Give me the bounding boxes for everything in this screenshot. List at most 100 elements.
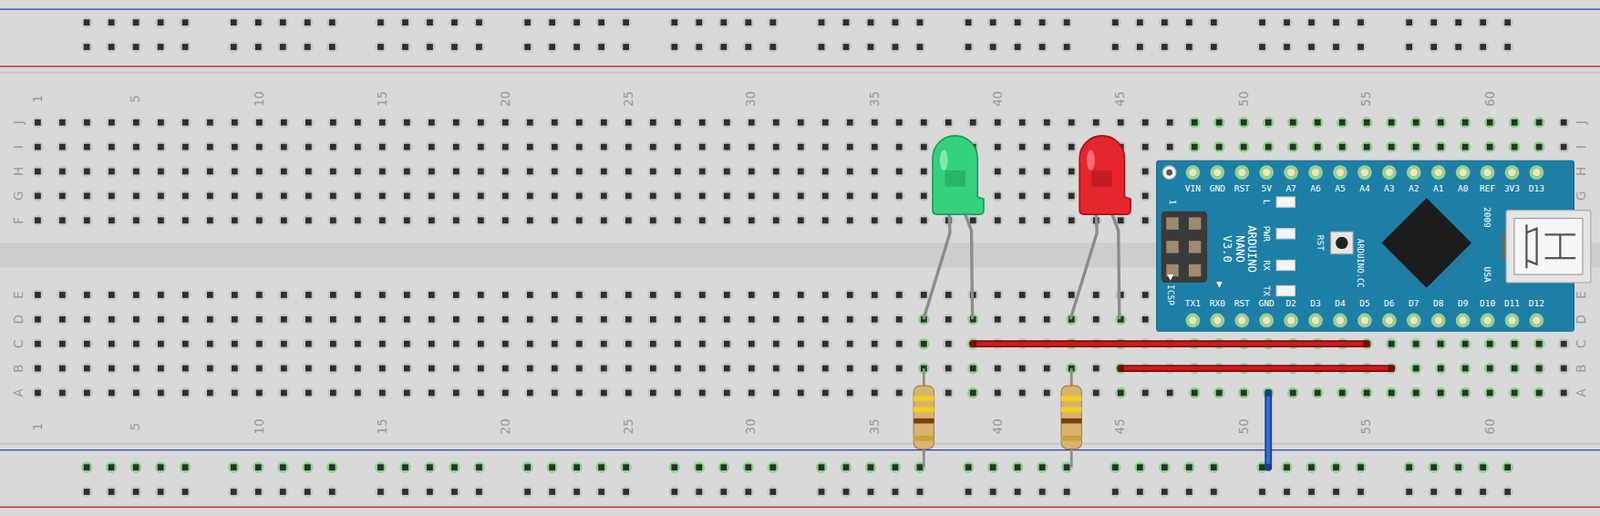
hole-socket xyxy=(1437,340,1445,348)
hole-ring xyxy=(794,116,806,128)
hole-ring xyxy=(499,338,511,350)
hole-ring xyxy=(696,190,708,202)
hole xyxy=(81,141,93,153)
hole-ring xyxy=(499,141,511,153)
hole-ring xyxy=(671,362,683,374)
hole-ring xyxy=(721,338,733,350)
hole-socket xyxy=(1413,365,1420,372)
hole xyxy=(622,313,634,325)
hole-socket xyxy=(1462,390,1469,397)
hole xyxy=(893,141,905,153)
hole-ring xyxy=(302,141,314,153)
hole-socket xyxy=(896,291,903,299)
hole-ring xyxy=(794,338,806,350)
hole-socket xyxy=(773,291,780,299)
hole-socket xyxy=(650,216,657,224)
hole xyxy=(499,165,511,177)
hole-socket xyxy=(157,19,165,26)
hole-socket xyxy=(1068,193,1075,200)
hole xyxy=(1139,387,1151,399)
hole xyxy=(253,141,265,153)
hole xyxy=(81,165,93,177)
hole xyxy=(840,16,852,28)
hole xyxy=(401,215,413,227)
hole xyxy=(401,116,413,128)
hole-socket xyxy=(920,340,928,348)
hole-socket xyxy=(773,340,780,348)
hole-socket xyxy=(83,365,91,372)
hole xyxy=(1114,116,1126,128)
hole-ring xyxy=(868,362,880,374)
hole xyxy=(401,362,413,374)
hole-ring xyxy=(622,338,634,350)
hole-socket xyxy=(1117,216,1125,224)
rail-line xyxy=(0,449,1600,451)
hole-socket xyxy=(1014,19,1022,26)
hole xyxy=(401,338,413,350)
hole-ring xyxy=(81,16,93,28)
hole-socket xyxy=(822,168,829,176)
hole-ring xyxy=(1385,116,1397,128)
hole-ring xyxy=(376,313,388,325)
hole-ring xyxy=(598,165,610,177)
hole-ring xyxy=(1434,338,1446,350)
hole-ring xyxy=(425,190,437,202)
hole-socket xyxy=(206,193,214,200)
hole-ring xyxy=(401,313,413,325)
hole xyxy=(228,387,240,399)
hole-socket xyxy=(1142,291,1149,299)
hole xyxy=(671,141,683,153)
hole-ring xyxy=(130,338,142,350)
hole-ring xyxy=(573,165,585,177)
hole-socket xyxy=(83,316,91,323)
hole-ring xyxy=(696,313,708,325)
hole-socket xyxy=(280,365,288,372)
hole-socket xyxy=(502,291,509,299)
hole xyxy=(1459,362,1471,374)
hole-socket xyxy=(773,365,780,372)
hole-ring xyxy=(893,289,905,300)
hole-ring xyxy=(376,190,388,202)
hole xyxy=(770,190,782,202)
hole xyxy=(721,165,733,177)
hole-ring xyxy=(1484,338,1496,350)
hole-ring xyxy=(376,141,388,153)
hole-ring xyxy=(794,141,806,153)
hole-socket xyxy=(108,390,115,397)
hole-ring xyxy=(326,16,338,28)
hole-ring xyxy=(622,165,634,177)
hole xyxy=(1558,362,1570,374)
hole-socket xyxy=(748,316,755,323)
hole-ring xyxy=(1336,141,1348,153)
hole xyxy=(622,116,634,128)
hole-socket xyxy=(230,19,238,26)
hole-ring xyxy=(474,116,486,128)
hole-ring xyxy=(647,165,659,177)
hole-socket xyxy=(1486,390,1494,397)
hole xyxy=(598,313,610,325)
hole-socket xyxy=(206,291,214,299)
hole xyxy=(327,387,339,399)
hole xyxy=(376,313,388,325)
hole-socket xyxy=(502,340,509,348)
hole-socket xyxy=(699,340,706,348)
hole-socket xyxy=(773,168,780,176)
hole-socket xyxy=(1437,119,1445,126)
hole xyxy=(721,116,733,128)
hole-socket xyxy=(723,340,731,348)
hole xyxy=(696,116,708,128)
hole xyxy=(743,16,754,28)
hole-socket xyxy=(650,144,657,151)
hole xyxy=(425,141,437,153)
hole xyxy=(546,16,558,28)
hole xyxy=(179,165,191,177)
hole xyxy=(721,141,733,153)
hole xyxy=(154,215,166,227)
hole-socket xyxy=(256,119,263,126)
hole-socket xyxy=(650,119,657,126)
hole-ring xyxy=(622,116,634,128)
hole-socket xyxy=(822,316,829,323)
hole xyxy=(967,387,979,399)
hole xyxy=(450,190,462,202)
hole xyxy=(1434,362,1446,374)
